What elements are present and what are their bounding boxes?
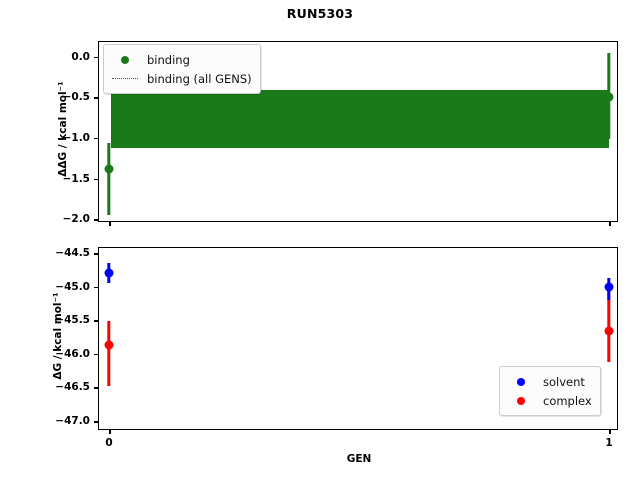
legend-item-complex[interactable]: complex: [506, 391, 592, 410]
circle-marker-icon: [110, 55, 140, 64]
legend-label-binding: binding: [147, 52, 190, 67]
top-ytick-label-1: −0.5: [62, 91, 90, 104]
dotted-line-icon: [110, 78, 140, 79]
xtick-label-0: 0: [105, 437, 113, 449]
bottom-plot-data-area: [99, 248, 617, 429]
top-ytick-label-4: −2.0: [62, 213, 90, 226]
legend-item-solvent[interactable]: solvent: [506, 372, 592, 391]
binding-errorbar-gen0: [107, 143, 111, 215]
circle-marker-icon: [506, 377, 536, 386]
complex-errorbar-gen1: [607, 289, 611, 362]
top-plot-ylabel: ΔΔG / kcal mol⁻¹: [57, 80, 69, 177]
binding-marker-gen1[interactable]: [604, 92, 614, 101]
top-plot-legend[interactable]: binding binding (all GENS): [103, 44, 261, 94]
x-axis-label: GEN: [346, 453, 372, 465]
solvent-marker-gen0[interactable]: [104, 268, 114, 278]
page-title: RUN5303: [286, 6, 354, 21]
bottom-ytick-label-2: −45.5: [55, 314, 90, 327]
solvent-marker-gen1[interactable]: [604, 282, 614, 292]
bottom-ytick-label-4: −46.5: [55, 381, 90, 394]
bottom-ytick-label-5: −47.0: [55, 415, 90, 427]
bottom-plot-legend[interactable]: solvent complex: [499, 366, 601, 416]
complex-marker-gen0[interactable]: [104, 340, 114, 349]
binding-all-gens-band: [111, 90, 609, 149]
legend-label-complex: complex: [543, 393, 592, 408]
top-ytick-label-3: −1.5: [62, 172, 90, 185]
legend-label-binding-all-gens: binding (all GENS): [147, 71, 252, 86]
binding-marker-gen0[interactable]: [104, 164, 114, 174]
legend-label-solvent: solvent: [543, 374, 585, 389]
top-plot-data-area: [99, 42, 617, 221]
circle-marker-icon: [506, 396, 536, 405]
top-xtick-1: [609, 221, 611, 226]
top-plot-axes: ΔΔG / kcal mol⁻¹ 0.0 −0.5 −1.0 −1.5 −2.0: [57, 41, 618, 226]
bottom-ytick-label-3: −46.0: [55, 347, 90, 360]
complex-errorbar-gen0: [107, 321, 111, 386]
top-xtick-0: [109, 221, 111, 226]
bottom-plot-ylabel: ΔG / kcal mol⁻¹: [52, 291, 64, 380]
top-ytick-label-2: −1.0: [62, 131, 90, 144]
complex-marker-gen1[interactable]: [604, 326, 614, 336]
top-ytick-label-0: 0.0: [71, 50, 90, 63]
bottom-ytick-label-0: −44.5: [55, 247, 90, 259]
legend-item-binding-all-gens[interactable]: binding (all GENS): [110, 69, 252, 88]
bottom-xtick-0: [109, 429, 111, 434]
bottom-ytick-label-1: −45.0: [55, 280, 90, 293]
bottom-xtick-1: [609, 429, 611, 434]
xtick-label-1: 1: [605, 437, 613, 449]
legend-item-binding[interactable]: binding: [110, 50, 252, 69]
bottom-plot-axes: ΔG / kcal mol⁻¹ −44.5 −45.0 −45.5 −46.0 …: [52, 247, 618, 465]
